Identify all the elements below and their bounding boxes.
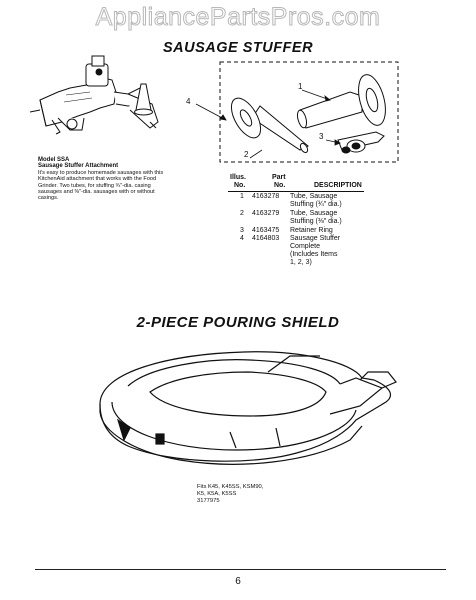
- section-title-pouring-shield: 2-PIECE POURING SHIELD: [136, 314, 340, 331]
- retainer-ring-illustration: [337, 131, 385, 154]
- row-4-desc-1: Sausage Stuffer: [290, 235, 341, 242]
- footer-rule: [35, 569, 446, 570]
- header-part-1: Part: [272, 174, 286, 181]
- callout-leaders: [195, 89, 341, 159]
- row-3-desc-1: Retainer Ring: [290, 227, 333, 234]
- row-1-illus: 1: [240, 193, 244, 200]
- callout-3: 3: [319, 132, 324, 141]
- row-4-desc-4: 1, 2, 3): [290, 259, 312, 266]
- fits-caption: Fits K45, K45SS, KSM90, K5, K5A, K5SS 31…: [197, 484, 263, 506]
- row-1-part: 4163278: [252, 193, 280, 200]
- stuffer-tube-small-illustration: [134, 83, 153, 116]
- callout-2: 2: [244, 150, 249, 159]
- callout-1: 1: [298, 82, 303, 91]
- model-label: Model SSA: [38, 157, 70, 163]
- row-4-desc-3: (Includes Items: [290, 251, 338, 258]
- row-2-part: 4163279: [252, 210, 280, 217]
- row-2-desc-2: Stuffing (⅜″ dia.): [290, 218, 342, 225]
- tube-small-illustration: [230, 97, 309, 154]
- page-number: 6: [235, 576, 241, 587]
- callout-4: 4: [186, 97, 191, 106]
- table-rule: [228, 191, 364, 192]
- header-illus-1: Illus.: [230, 174, 246, 181]
- row-4-desc-2: Complete: [290, 243, 320, 250]
- row-2-illus: 2: [240, 210, 244, 217]
- model-description: It's easy to produce homemade sausages w…: [38, 169, 164, 202]
- model-caption: Model SSA Sausage Stuffer Attachment It'…: [38, 157, 168, 202]
- section-title-sausage-stuffer: SAUSAGE STUFFER: [162, 40, 314, 56]
- watermark: AppliancePartsPros.com: [95, 3, 381, 32]
- row-3-part: 4163475: [252, 227, 280, 234]
- row-1-desc-1: Tube, Sausage: [290, 193, 338, 200]
- pouring-shield-illustration: [99, 351, 397, 465]
- tube-large-illustration: [296, 74, 386, 129]
- fits-line-1: Fits K45, K45SS, KSM90,: [197, 484, 264, 490]
- exploded-view-frame: [219, 61, 399, 163]
- fits-part-number: 3177975: [197, 498, 220, 505]
- row-1-desc-2: Stuffing (¾″ dia.): [290, 201, 342, 208]
- header-description: DESCRIPTION: [314, 182, 362, 189]
- row-3-illus: 3: [240, 227, 244, 234]
- model-subtitle: Sausage Stuffer Attachment: [38, 163, 119, 170]
- header-part-2: No.: [274, 182, 286, 189]
- header-illus-2: No.: [234, 182, 246, 189]
- row-2-desc-1: Tube, Sausage: [290, 210, 338, 217]
- row-4-part: 4164803: [252, 235, 280, 242]
- row-4-illus: 4: [240, 235, 244, 242]
- fits-line-2: K5, K5A, K5SS: [197, 491, 237, 498]
